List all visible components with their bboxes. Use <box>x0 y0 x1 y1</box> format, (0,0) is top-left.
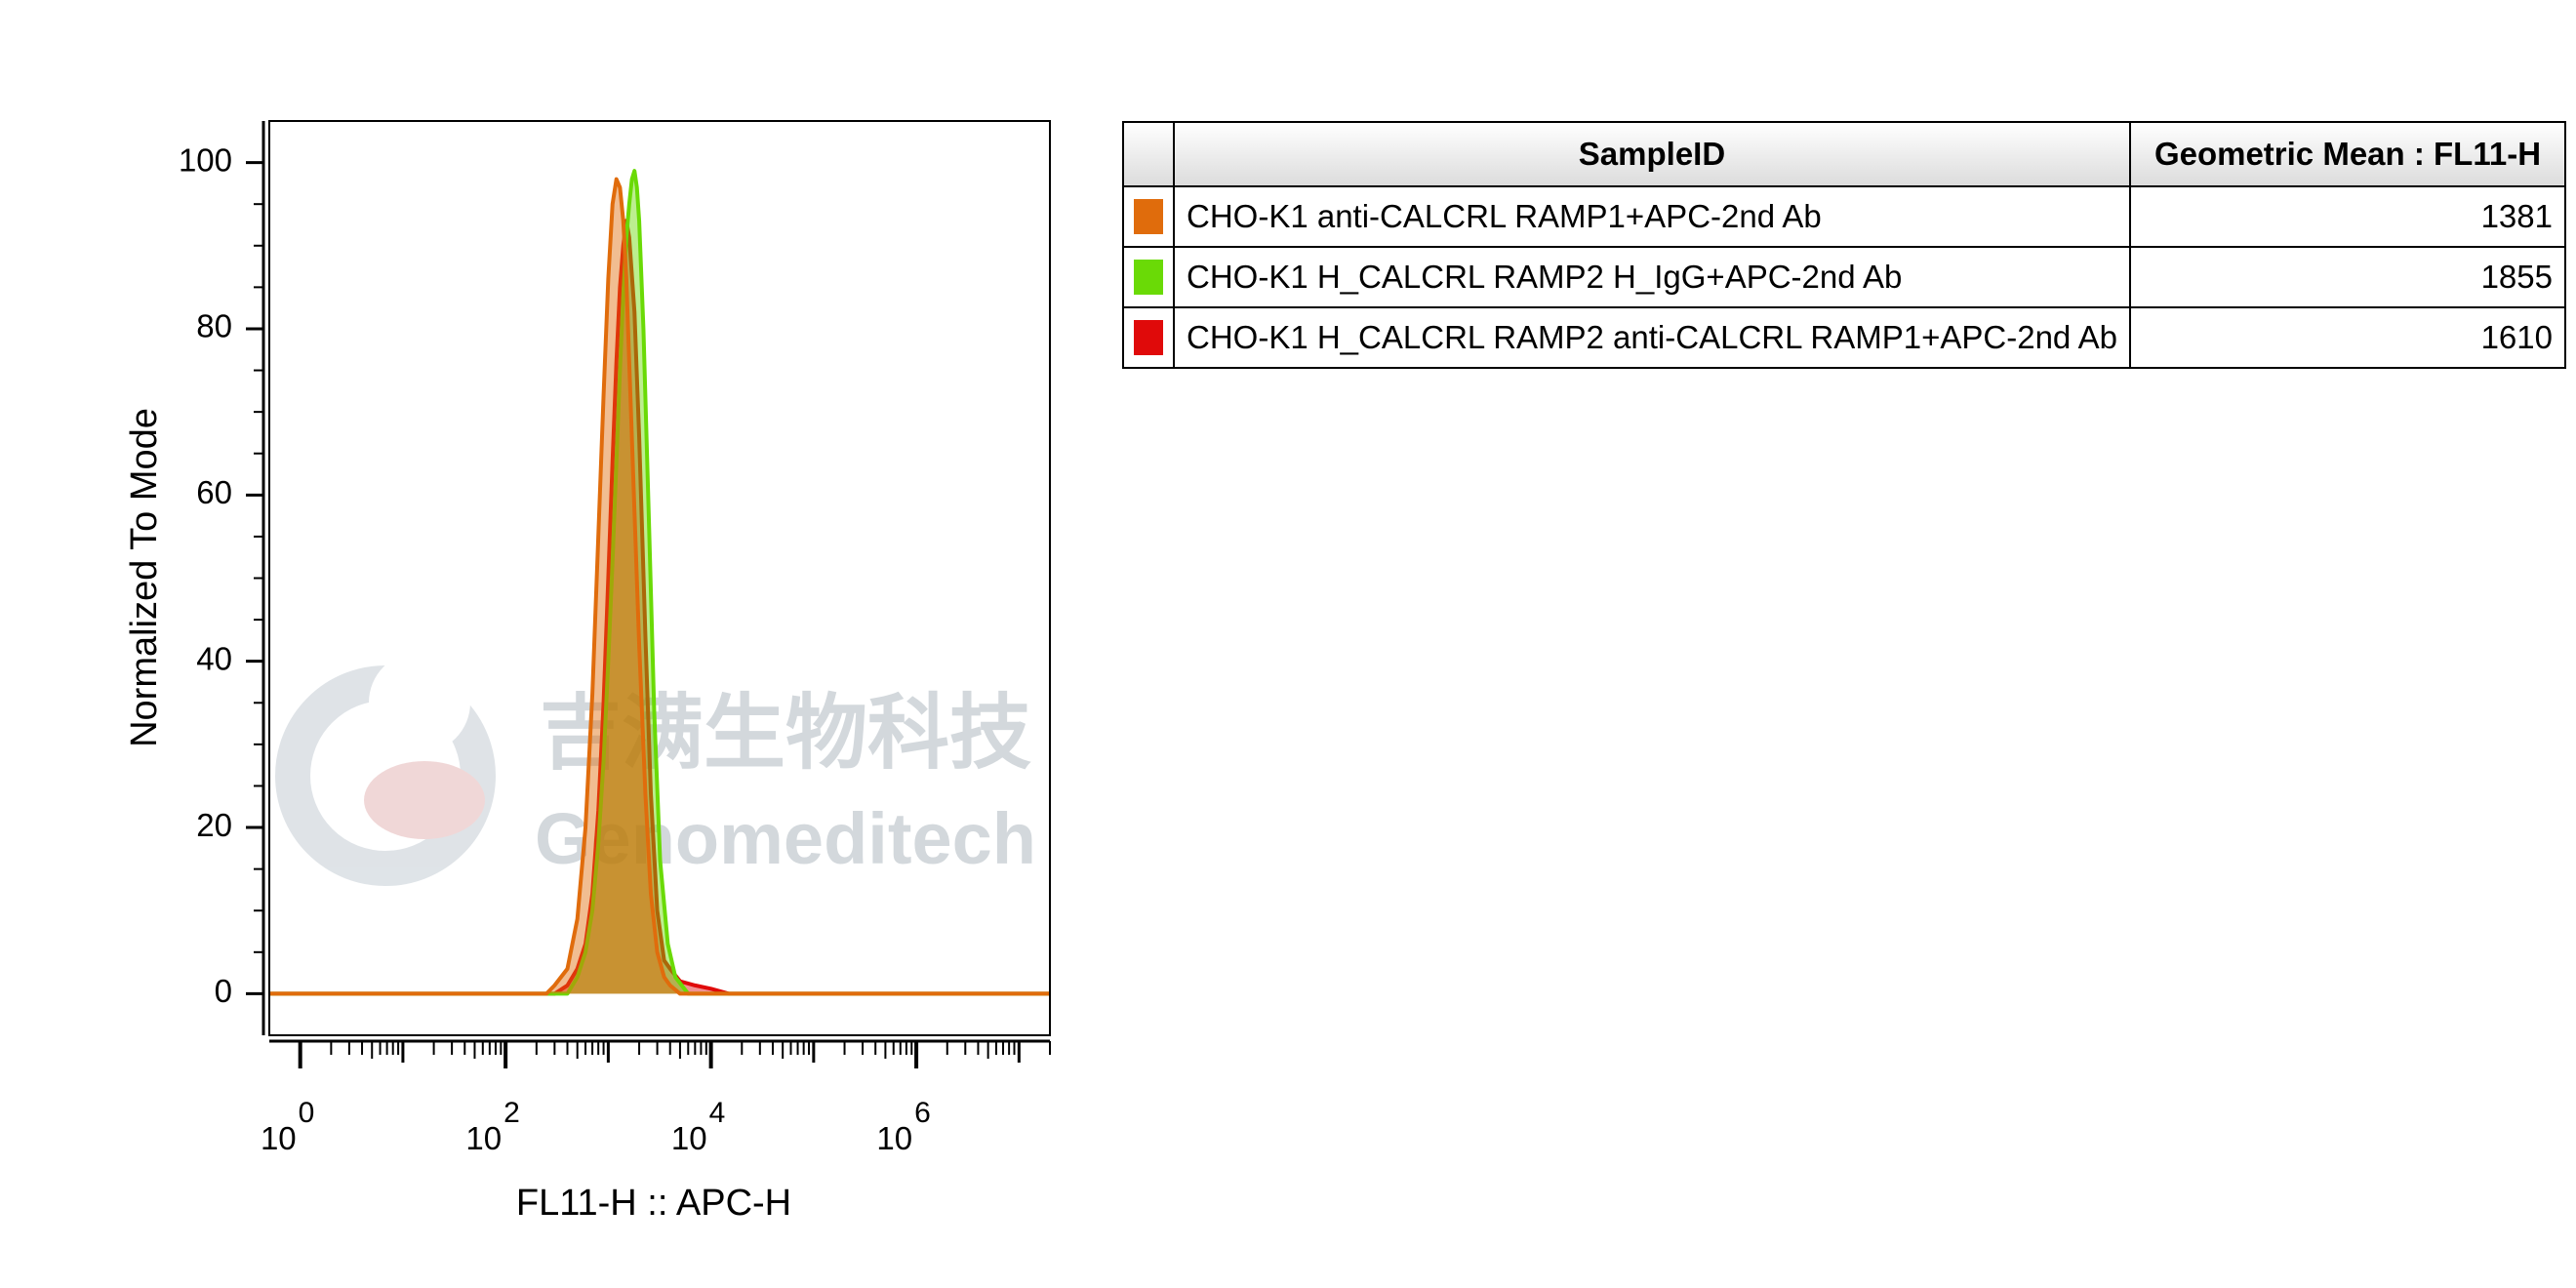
y-tick-label: 60 <box>196 474 232 510</box>
y-tick-label: 20 <box>196 807 232 843</box>
x-axis-label: FL11-H :: APC-H <box>516 1183 791 1224</box>
y-tick-label: 80 <box>196 308 232 344</box>
x-tick-exponent: 0 <box>299 1097 315 1129</box>
watermark-cn-text: 吉满生物科技 <box>540 687 1031 779</box>
swatch-header-cell <box>1122 121 1175 187</box>
table-row: CHO-K1 H_CALCRL RAMP2 anti-CALCRL RAMP1+… <box>1122 306 2566 369</box>
company-watermark: 吉满生物科技 Genomeditech <box>275 652 1036 886</box>
plot-frame <box>268 120 1051 1036</box>
geometric-mean-cell: 1855 <box>2129 246 2566 308</box>
statistics-table: SampleID Geometric Mean : FL11-H CHO-K1 … <box>1122 121 2566 369</box>
y-tick-label: 0 <box>215 973 232 1009</box>
x-tick-label: 10 <box>671 1120 707 1156</box>
x-tick-exponent: 6 <box>914 1097 931 1129</box>
x-tick-exponent: 2 <box>503 1097 520 1129</box>
series-group <box>269 177 1050 996</box>
y-axis-label: Normalized To Mode <box>124 408 165 747</box>
x-tick-label: 10 <box>465 1120 502 1156</box>
table-row: CHO-K1 anti-CALCRL RAMP1+APC-2nd Ab 1381 <box>1122 185 2566 248</box>
x-tick-label: 10 <box>876 1120 912 1156</box>
x-tick-label: 10 <box>261 1120 297 1156</box>
sample-id-header: SampleID <box>1173 121 2131 187</box>
y-axis-ticks: 0 20 40 60 80 100 <box>179 141 263 1009</box>
color-swatch <box>1134 199 1163 234</box>
watermark-logo-ring <box>275 665 496 886</box>
x-tick-exponent: 4 <box>709 1097 726 1129</box>
geometric-mean-cell: 1610 <box>2129 306 2566 369</box>
watermark-en-text: Genomeditech <box>535 798 1036 879</box>
sample-id-cell: CHO-K1 anti-CALCRL RAMP1+APC-2nd Ab <box>1173 185 2131 248</box>
series-layer <box>269 169 1050 996</box>
swatch-cell <box>1122 246 1175 308</box>
geometric-mean-header: Geometric Mean : FL11-H <box>2129 121 2566 187</box>
color-swatch <box>1134 260 1163 295</box>
geometric-mean-cell: 1381 <box>2129 185 2566 248</box>
table-header-row: SampleID Geometric Mean : FL11-H <box>1122 121 2566 187</box>
swatch-cell <box>1122 306 1175 369</box>
series-group <box>269 169 1050 996</box>
y-tick-label: 100 <box>179 141 232 178</box>
sample-id-cell: CHO-K1 H_CALCRL RAMP2 H_IgG+APC-2nd Ab <box>1173 246 2131 308</box>
series-line <box>269 177 1050 996</box>
color-swatch <box>1134 320 1163 355</box>
table-row: CHO-K1 H_CALCRL RAMP2 H_IgG+APC-2nd Ab 1… <box>1122 246 2566 308</box>
sample-id-cell: CHO-K1 H_CALCRL RAMP2 anti-CALCRL RAMP1+… <box>1173 306 2131 369</box>
watermark-logo-swoosh <box>364 761 485 839</box>
swatch-cell <box>1122 185 1175 248</box>
watermark-logo-gap <box>369 652 470 753</box>
y-tick-label: 40 <box>196 640 232 676</box>
series-line <box>269 169 1050 996</box>
